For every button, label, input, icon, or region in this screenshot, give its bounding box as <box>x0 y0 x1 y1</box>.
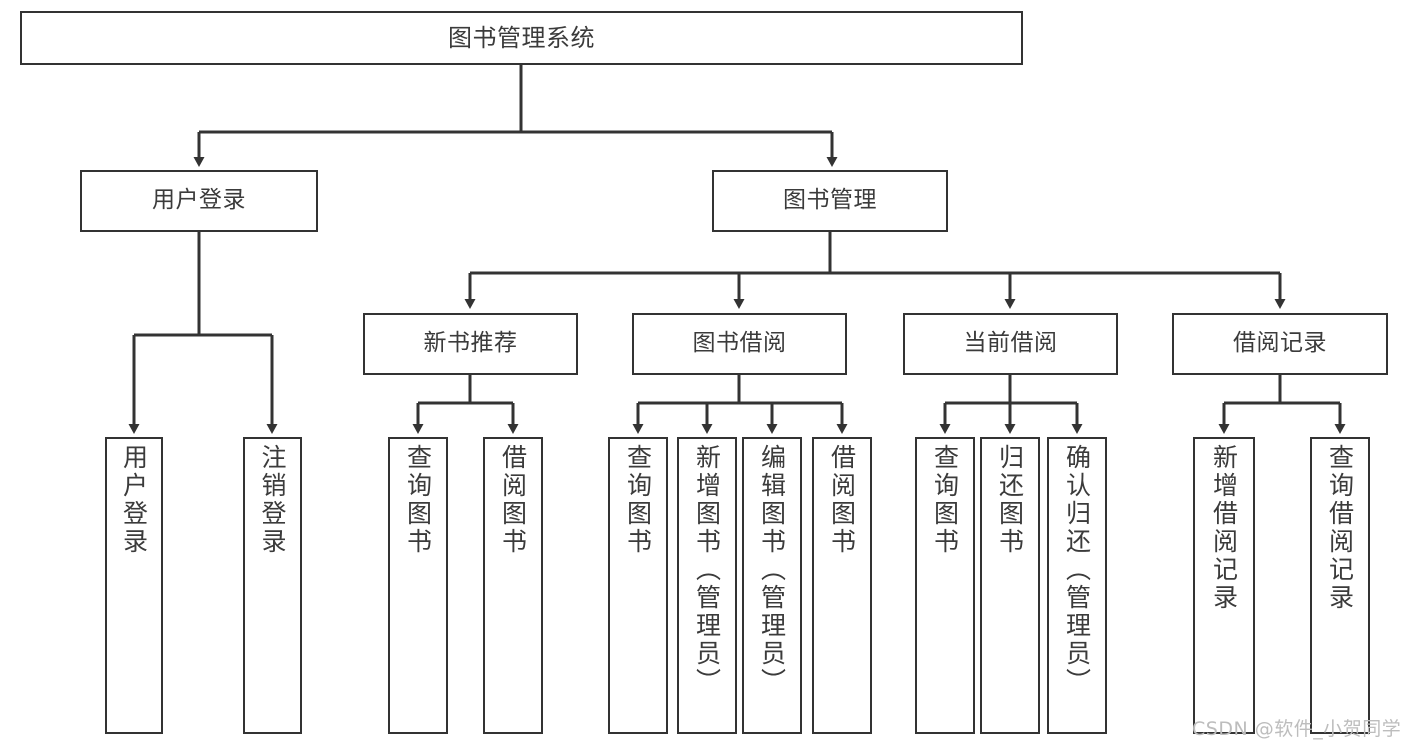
node-leaf-add-record[interactable]: 新增借阅记录 <box>1193 437 1255 734</box>
node-new-book-rec-label: 新书推荐 <box>423 330 518 357</box>
node-borrow-record-label: 借阅记录 <box>1233 330 1327 357</box>
node-leaf-query-book-rec-label: 查询图书 <box>403 444 433 556</box>
node-leaf-borrow-book-rec-label: 借阅图书 <box>498 444 528 556</box>
node-leaf-query-book-borrow[interactable]: 查询图书 <box>608 437 668 734</box>
node-leaf-add-book[interactable]: 新增图书（管理员） <box>677 437 737 734</box>
node-root-label: 图书管理系统 <box>448 23 595 52</box>
node-new-book-rec[interactable]: 新书推荐 <box>363 313 578 375</box>
node-user-login-label: 用户登录 <box>152 187 246 214</box>
node-leaf-return-book[interactable]: 归还图书 <box>980 437 1040 734</box>
node-borrow-record[interactable]: 借阅记录 <box>1172 313 1388 375</box>
node-root[interactable]: 图书管理系统 <box>20 11 1023 65</box>
node-leaf-user-logout-label: 注销登录 <box>258 444 287 556</box>
node-leaf-return-book-label: 归还图书 <box>995 444 1025 556</box>
node-book-manage[interactable]: 图书管理 <box>712 170 948 232</box>
node-leaf-user-login-label: 用户登录 <box>119 444 149 556</box>
node-leaf-user-logout[interactable]: 注销登录 <box>243 437 302 734</box>
node-leaf-add-book-label: 新增图书（管理员） <box>692 444 722 696</box>
node-leaf-confirm-return[interactable]: 确认归还（管理员） <box>1047 437 1107 734</box>
node-user-login[interactable]: 用户登录 <box>80 170 318 232</box>
node-leaf-query-record-label: 查询借阅记录 <box>1325 444 1355 612</box>
csdn-watermark: CSDN @软件_小贺同学 <box>1192 718 1402 740</box>
node-leaf-borrow-book-rec[interactable]: 借阅图书 <box>483 437 543 734</box>
node-leaf-query-book-rec[interactable]: 查询图书 <box>388 437 448 734</box>
node-leaf-query-record[interactable]: 查询借阅记录 <box>1310 437 1370 734</box>
node-book-borrow[interactable]: 图书借阅 <box>632 313 847 375</box>
node-leaf-edit-book-label: 编辑图书（管理员） <box>757 444 787 696</box>
node-leaf-borrow-book-label: 借阅图书 <box>827 444 857 556</box>
node-book-borrow-label: 图书借阅 <box>692 330 787 357</box>
node-current-borrow-label: 当前借阅 <box>963 330 1058 357</box>
node-leaf-add-record-label: 新增借阅记录 <box>1209 444 1239 612</box>
node-current-borrow[interactable]: 当前借阅 <box>903 313 1118 375</box>
node-leaf-confirm-return-label: 确认归还（管理员） <box>1062 444 1092 696</box>
node-book-manage-label: 图书管理 <box>783 187 877 214</box>
node-leaf-query-book-cur-label: 查询图书 <box>930 444 960 556</box>
node-leaf-edit-book[interactable]: 编辑图书（管理员） <box>742 437 802 734</box>
node-leaf-query-book-cur[interactable]: 查询图书 <box>915 437 975 734</box>
node-leaf-user-login[interactable]: 用户登录 <box>105 437 163 734</box>
node-leaf-borrow-book[interactable]: 借阅图书 <box>812 437 872 734</box>
node-leaf-query-book-borrow-label: 查询图书 <box>623 444 653 556</box>
